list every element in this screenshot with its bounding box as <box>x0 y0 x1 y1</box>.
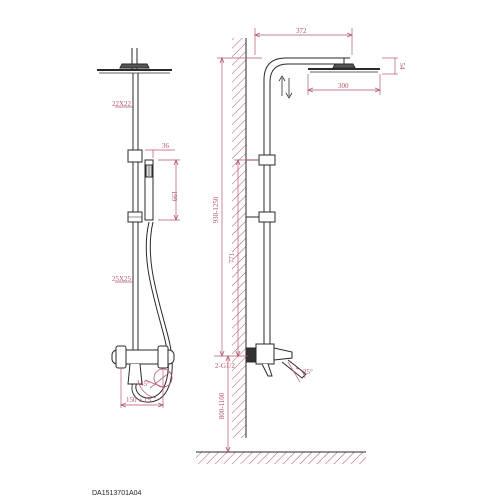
front-riser-pipe <box>127 73 143 223</box>
dim-inlet-thread: 2-G1/2 <box>215 362 235 370</box>
drawing-code: DA1513701A04 <box>92 490 142 497</box>
front-dimension-labels: 22X22 36 199 25X25 45° 150 ± 15 <box>112 100 178 404</box>
dim-total-height: 930-1250 <box>212 196 220 223</box>
dim-head-width: 300 <box>338 82 349 90</box>
dim-slide-height: 771 <box>228 252 236 263</box>
side-dimensions <box>214 28 398 452</box>
front-hand-shower <box>144 159 154 221</box>
dim-handheld-length: 199 <box>170 191 178 202</box>
dim-square-tube: 22X22 <box>112 100 132 108</box>
dim-lever-angle: 45° <box>140 380 150 388</box>
front-dimensions <box>115 106 180 408</box>
side-view <box>245 57 380 383</box>
dim-spout-angle: 25° <box>303 368 313 376</box>
dim-hose-size: 25X25 <box>112 275 132 283</box>
dim-arm-reach: 372 <box>296 27 307 35</box>
front-rain-shower-head <box>97 48 172 74</box>
wall-section <box>232 38 247 438</box>
side-riser-and-arm <box>246 57 350 350</box>
floor-section <box>196 451 366 464</box>
side-mixer-body <box>245 343 307 383</box>
dim-head-thickness: 54 <box>398 63 406 71</box>
dim-inlet-spacing: 150 ± 15 <box>126 396 151 404</box>
dim-handheld-offset: 36 <box>162 142 170 150</box>
side-dimension-labels: 372 300 54 930-1250 771 2-G1/2 800-1100 … <box>212 27 406 419</box>
side-rain-shower-head <box>308 58 380 73</box>
dim-floor-height: 800-1100 <box>218 392 226 419</box>
front-view <box>97 48 175 403</box>
flow-direction-arrows <box>278 75 293 99</box>
